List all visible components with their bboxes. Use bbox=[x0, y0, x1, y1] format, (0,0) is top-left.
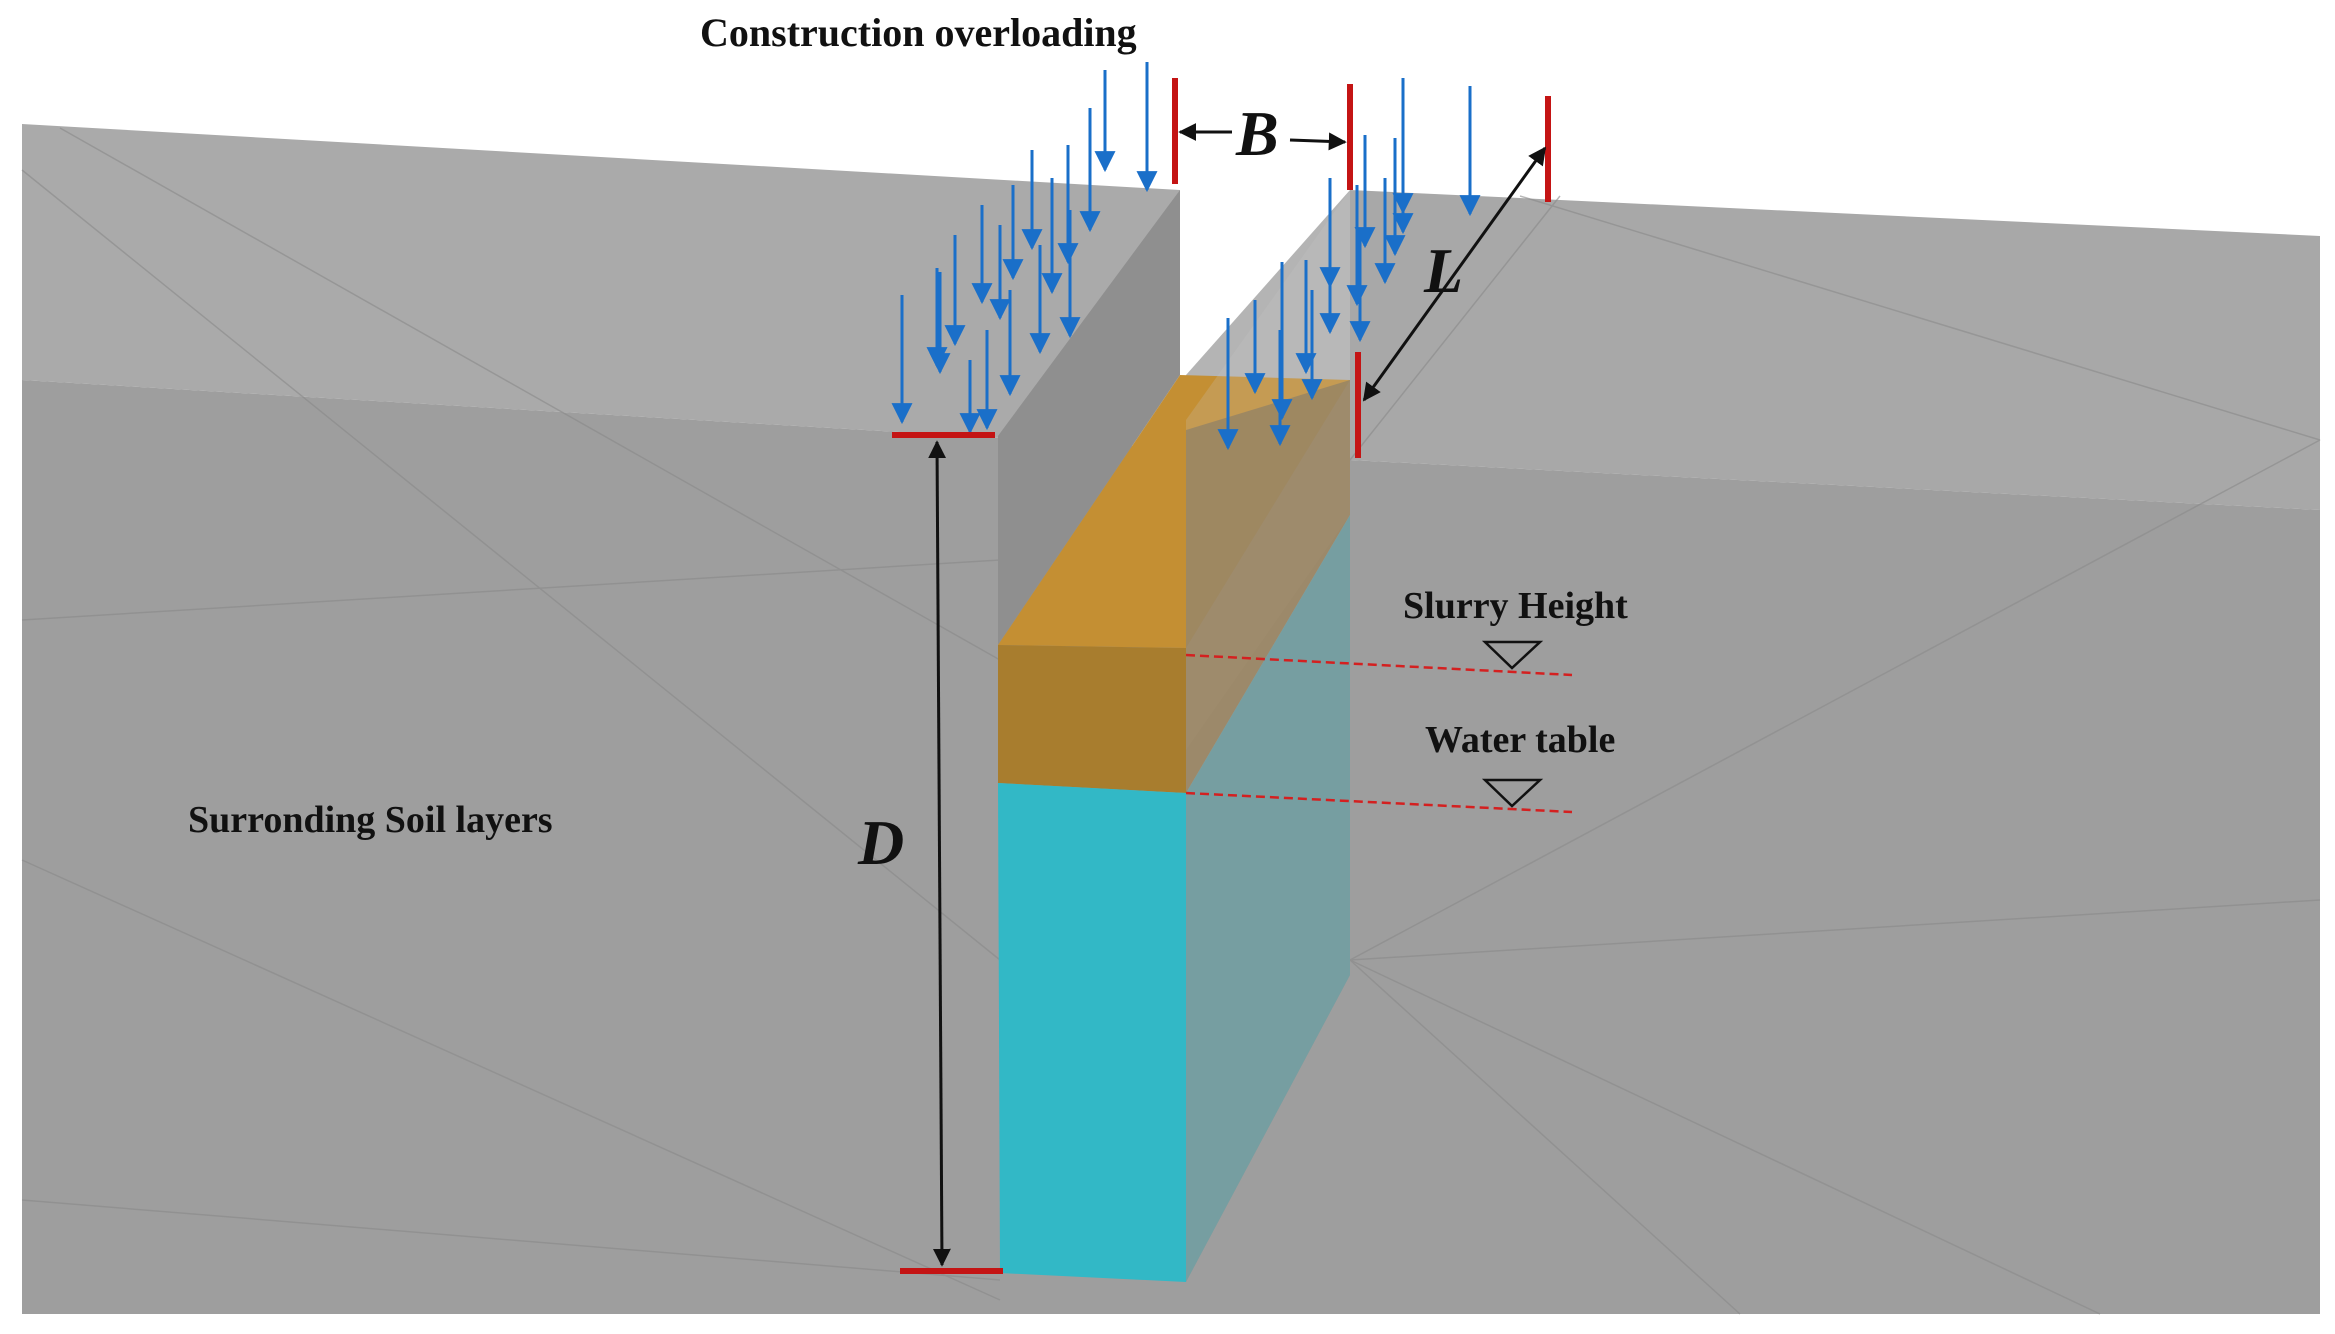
level-symbols bbox=[1481, 640, 1544, 808]
l-dimension-label: L bbox=[1423, 235, 1463, 306]
construction-overloading-label: Construction overloading bbox=[700, 10, 1137, 55]
slurry-height-label: Slurry Height bbox=[1403, 585, 1628, 627]
translucent-right-panel bbox=[1186, 190, 1350, 1282]
dimension-markers bbox=[892, 78, 1551, 1274]
water-table-line bbox=[1185, 791, 1573, 814]
b-dimension-label: B bbox=[1235, 98, 1279, 169]
water-front-face bbox=[998, 783, 1186, 1282]
water-side-face bbox=[1186, 515, 1350, 1282]
level-lines bbox=[1185, 653, 1573, 814]
d-arrow bbox=[928, 440, 951, 1267]
d-dimension-label: D bbox=[857, 807, 904, 878]
l-arrow bbox=[1362, 146, 1547, 402]
mesh-lines bbox=[21, 127, 2321, 1315]
water-table-triangle bbox=[1481, 778, 1544, 808]
trench-left-wall bbox=[998, 190, 1180, 645]
slurry-side-face bbox=[1186, 380, 1350, 793]
dimension-arrows bbox=[928, 123, 1547, 1267]
water-table-label: Water table bbox=[1425, 719, 1615, 761]
slurry-front-face bbox=[998, 645, 1186, 793]
b-arrow-right bbox=[1289, 132, 1347, 151]
slurry-height-line bbox=[1185, 653, 1573, 677]
soil-top-surface-right bbox=[1350, 190, 2320, 510]
surrounding-soil-label: Surronding Soil layers bbox=[188, 799, 553, 841]
slurry-height-triangle bbox=[1481, 640, 1544, 670]
trench bbox=[998, 190, 1350, 1282]
soil-top-surface-left bbox=[22, 124, 1180, 438]
